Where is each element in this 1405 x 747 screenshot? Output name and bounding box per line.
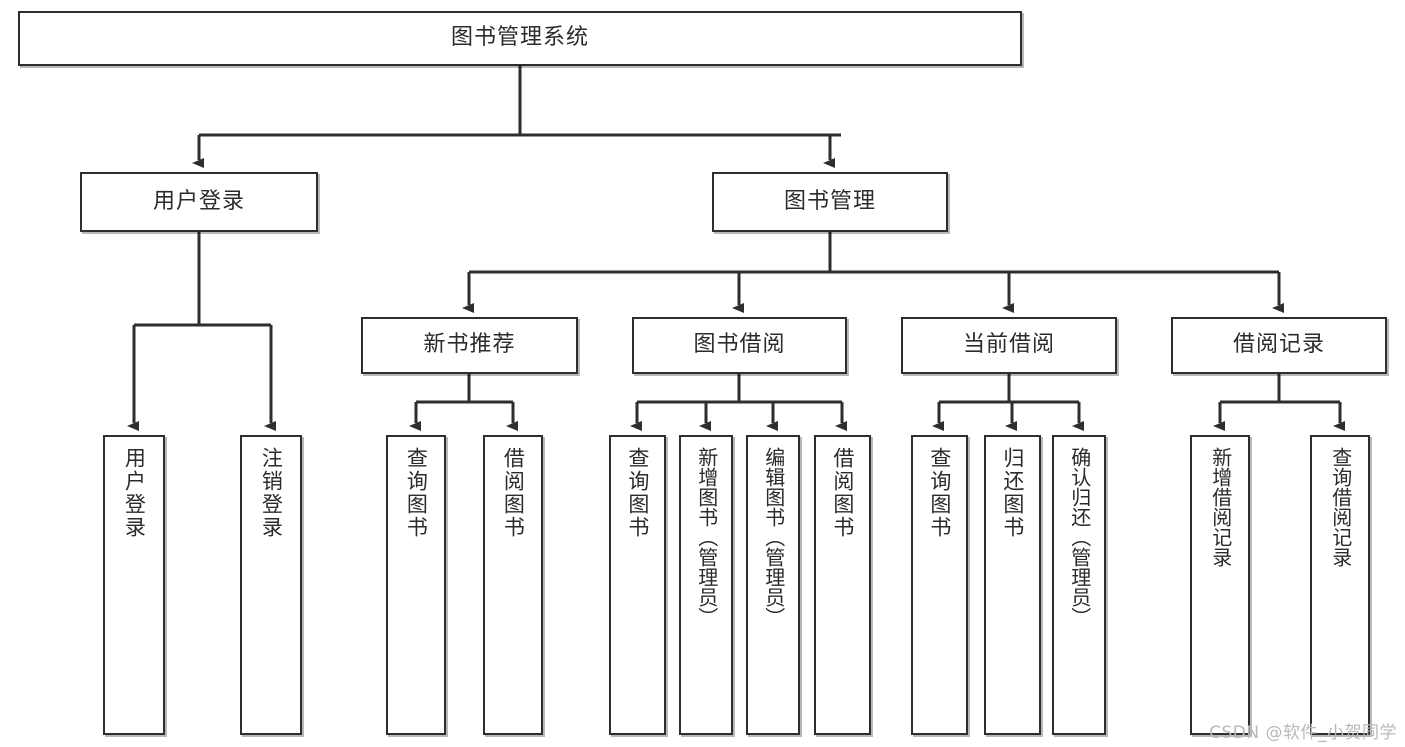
node-root[interactable]: 图书管理系统 — [18, 11, 1022, 66]
leaf-query-borrow-record[interactable]: 查询借阅记录 — [1310, 435, 1370, 735]
leaf-query-borrow-record-label: 查询借阅记录 — [1328, 447, 1353, 567]
leaf-logout[interactable]: 注销登录 — [240, 435, 302, 735]
leaf-query-book-bb-label: 查询图书 — [625, 447, 650, 539]
leaf-borrow-book-nb-label: 借阅图书 — [501, 447, 526, 539]
leaf-logout-label: 注销登录 — [259, 447, 284, 539]
node-borrow-record[interactable]: 借阅记录 — [1171, 317, 1387, 374]
node-borrow-record-label: 借阅记录 — [1232, 332, 1325, 358]
leaf-query-book-cb[interactable]: 查询图书 — [911, 435, 968, 735]
leaf-borrow-book-nb[interactable]: 借阅图书 — [483, 435, 543, 735]
leaf-confirm-return-admin-label: 确认归还（管理员） — [1067, 447, 1092, 627]
leaf-edit-book-admin-label: 编辑图书（管理员） — [761, 447, 786, 627]
leaf-borrow-book-bb[interactable]: 借阅图书 — [814, 435, 871, 735]
node-user-login-label: 用户登录 — [152, 188, 245, 214]
watermark-text: CSDN @软件_小贺同学 — [1209, 723, 1397, 743]
leaf-return-book[interactable]: 归还图书 — [984, 435, 1041, 735]
node-root-label: 图书管理系统 — [450, 25, 589, 51]
leaf-add-book-admin-label: 新增图书（管理员） — [694, 447, 719, 627]
leaf-user-login[interactable]: 用户登录 — [103, 435, 165, 735]
leaf-query-book-cb-label: 查询图书 — [927, 447, 952, 539]
leaf-query-book-bb[interactable]: 查询图书 — [609, 435, 666, 735]
node-current-borrow-label: 当前借阅 — [962, 332, 1055, 358]
node-book-borrow-label: 图书借阅 — [693, 332, 786, 358]
node-new-book-recommend[interactable]: 新书推荐 — [361, 317, 578, 374]
leaf-user-login-label: 用户登录 — [122, 447, 147, 539]
node-current-borrow[interactable]: 当前借阅 — [901, 317, 1117, 374]
node-book-management-label: 图书管理 — [783, 188, 876, 214]
node-book-borrow[interactable]: 图书借阅 — [632, 317, 847, 374]
leaf-return-book-label: 归还图书 — [1000, 447, 1025, 539]
leaf-add-borrow-record-label: 新增借阅记录 — [1208, 447, 1233, 567]
leaf-add-borrow-record[interactable]: 新增借阅记录 — [1190, 435, 1250, 735]
leaf-edit-book-admin[interactable]: 编辑图书（管理员） — [746, 435, 800, 735]
node-book-management[interactable]: 图书管理 — [712, 172, 948, 232]
leaf-query-book-nb[interactable]: 查询图书 — [386, 435, 446, 735]
leaf-add-book-admin[interactable]: 新增图书（管理员） — [679, 435, 733, 735]
leaf-borrow-book-bb-label: 借阅图书 — [830, 447, 855, 539]
leaf-confirm-return-admin[interactable]: 确认归还（管理员） — [1052, 435, 1106, 735]
leaf-query-book-nb-label: 查询图书 — [404, 447, 429, 539]
node-new-book-recommend-label: 新书推荐 — [423, 332, 516, 358]
node-user-login[interactable]: 用户登录 — [80, 172, 318, 232]
